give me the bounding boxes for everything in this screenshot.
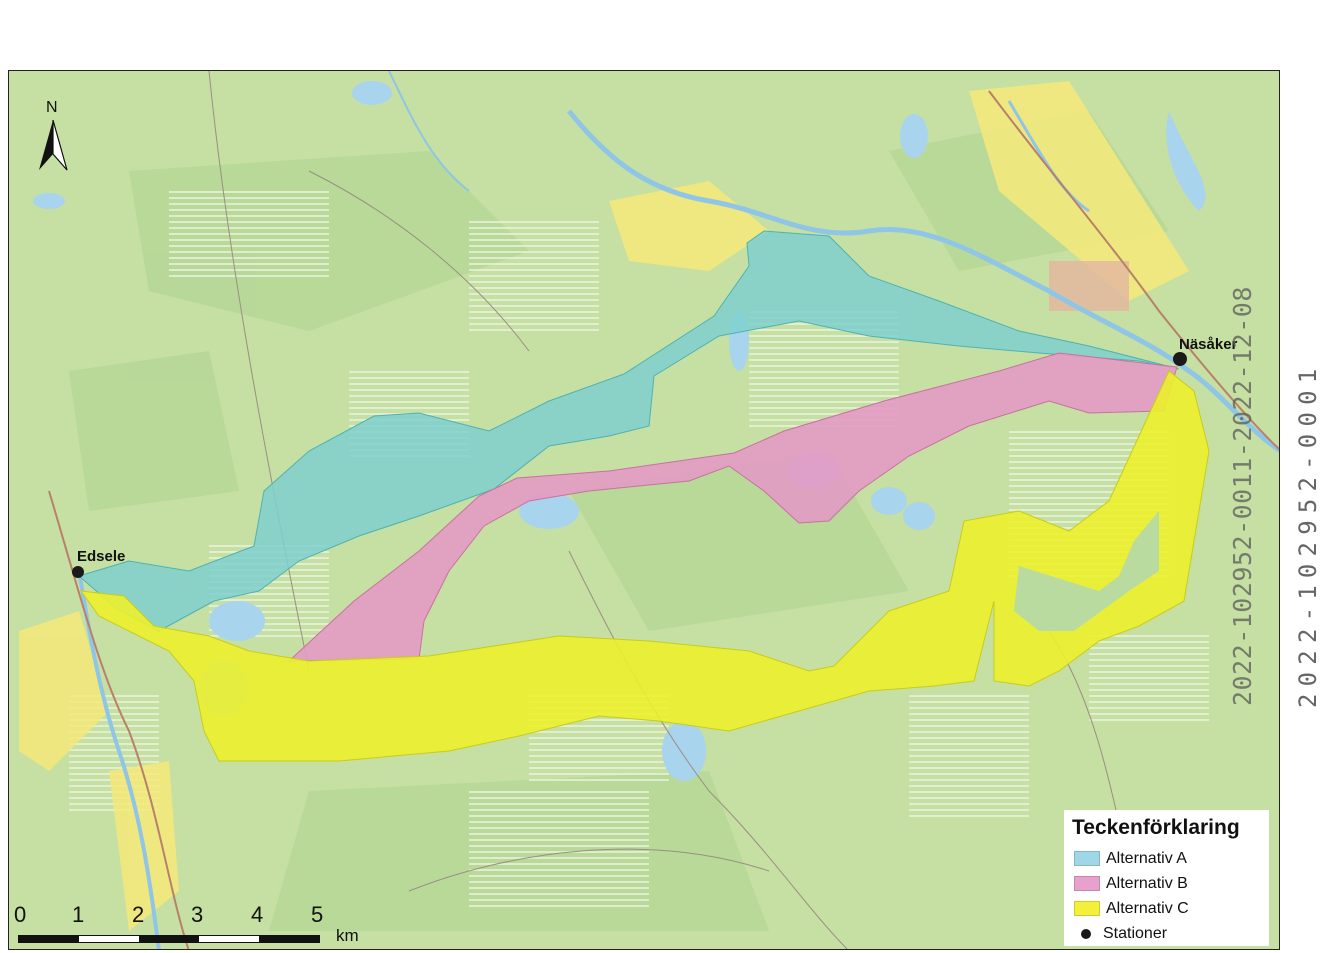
scale-label-2: 2 bbox=[132, 902, 145, 927]
document-stamp-inner: 2022-102952-0011-2022-12-08 bbox=[1228, 286, 1257, 706]
corridor-alternativ-c[interactable] bbox=[79, 370, 1210, 762]
scale-label-5: 5 bbox=[311, 902, 324, 927]
legend-title: Teckenförklaring bbox=[1072, 816, 1240, 839]
legend-label-stationer: Stationer bbox=[1103, 924, 1168, 942]
station-nasaker-label: Näsåker bbox=[1179, 336, 1238, 353]
scale-label-4: 4 bbox=[251, 902, 264, 927]
legend-item-alternativ-c: Alternativ C bbox=[1070, 896, 1263, 921]
corridor-c-gap bbox=[1014, 511, 1159, 631]
legend: Teckenförklaring Alternativ A Alternativ… bbox=[1064, 810, 1269, 946]
corridor-alternativ-a[interactable] bbox=[77, 230, 1180, 632]
legend-item-alternativ-b: Alternativ B bbox=[1070, 871, 1263, 896]
nasaker-town bbox=[1049, 261, 1129, 311]
legend-label-c: Alternativ C bbox=[1106, 899, 1189, 917]
legend-item-stationer: Stationer bbox=[1070, 921, 1263, 946]
station-edsele-label: Edsele bbox=[77, 548, 125, 565]
svg-text:N: N bbox=[46, 99, 58, 116]
station-edsele-marker[interactable] bbox=[72, 566, 84, 578]
north-arrow-icon: N bbox=[39, 99, 68, 171]
station-dot-icon bbox=[1081, 928, 1091, 939]
roads bbox=[48, 71, 1279, 949]
scale-bar: 0 1 2 3 4 5 km bbox=[14, 902, 374, 948]
map-frame[interactable]: Edsele Näsåker bbox=[8, 70, 1280, 950]
legend-swatch-a bbox=[1074, 851, 1100, 866]
legend-item-alternativ-a: Alternativ A bbox=[1070, 846, 1263, 871]
scale-label-1: 1 bbox=[72, 902, 85, 927]
scale-label-0: 0 bbox=[14, 902, 27, 927]
corridor-alternativ-b[interactable] bbox=[287, 352, 1178, 662]
station-nasaker-marker[interactable] bbox=[1173, 352, 1187, 366]
scale-track bbox=[18, 935, 320, 943]
map-canvas[interactable]: Edsele Näsåker bbox=[9, 71, 1280, 950]
document-stamp-outer: 2022-102952-0001 bbox=[1294, 361, 1322, 708]
legend-label-b: Alternativ B bbox=[1106, 874, 1188, 892]
scale-unit: km bbox=[336, 926, 359, 945]
legend-swatch-b bbox=[1074, 876, 1100, 891]
legend-label-a: Alternativ A bbox=[1106, 849, 1187, 867]
scale-label-3: 3 bbox=[191, 902, 204, 927]
legend-swatch-c bbox=[1074, 901, 1100, 916]
